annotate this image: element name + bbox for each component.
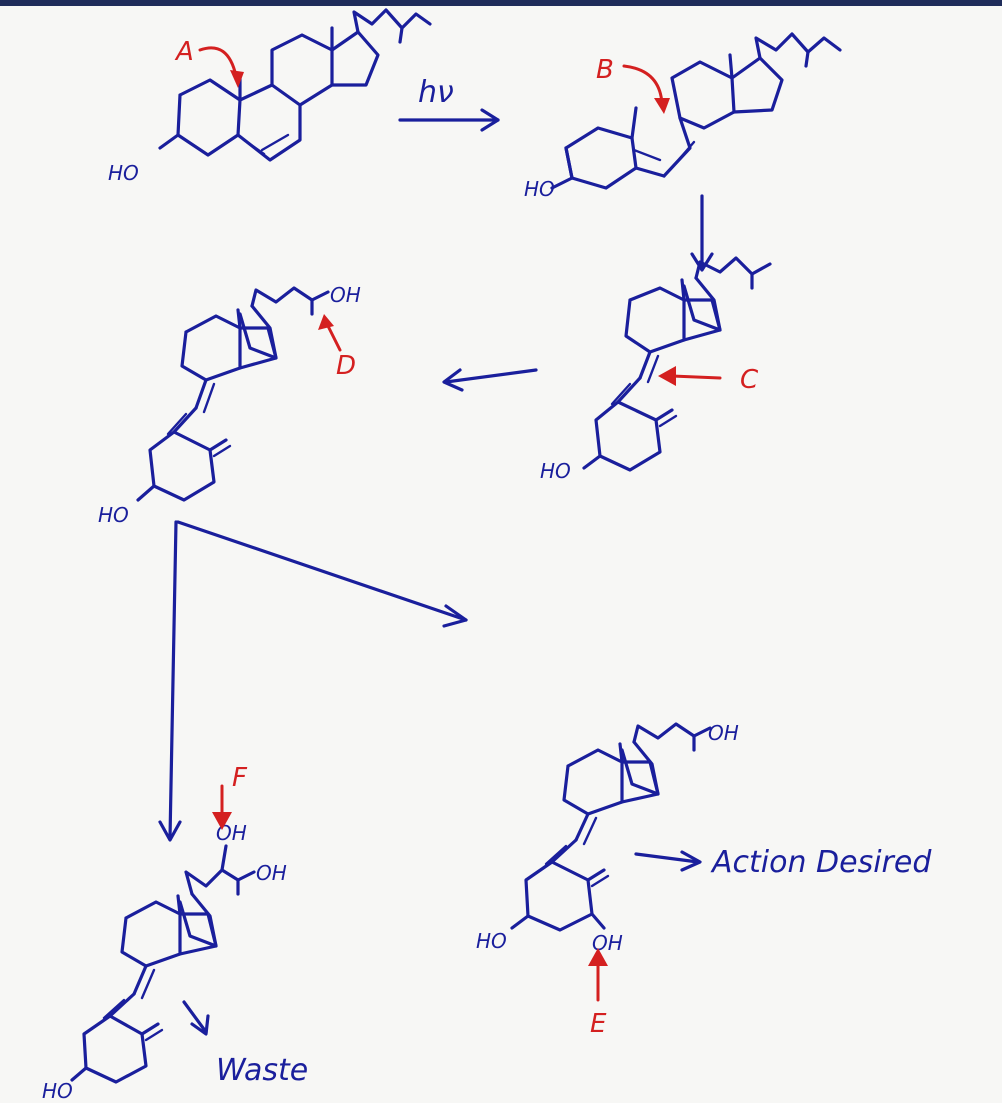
structure-3: HO — [540, 256, 772, 483]
arrow-down-1 — [690, 194, 714, 272]
ho-label-4: HO — [98, 503, 129, 527]
structure-2: HO — [524, 32, 842, 201]
marker-a: A — [174, 37, 244, 88]
marker-a-label: A — [174, 37, 194, 67]
marker-f: F — [212, 763, 248, 830]
hv-label: hν — [418, 75, 454, 110]
marker-e-label: E — [590, 1009, 607, 1039]
marker-b-label: B — [596, 55, 614, 85]
structure-4: OH HO — [98, 283, 361, 527]
ho-label-2: HO — [524, 177, 555, 201]
ho-label-6: HO — [42, 1079, 73, 1103]
oh-label-6b: OH — [256, 861, 287, 885]
ho-label-3: HO — [540, 459, 571, 483]
oh-label-5a: OH — [708, 721, 739, 745]
waste-arrow: Waste — [182, 1000, 308, 1088]
marker-c: C — [658, 365, 759, 395]
action-arrow: Action Desired — [634, 845, 932, 880]
marker-f-label: F — [232, 763, 248, 793]
ho-label-1: HO — [108, 161, 139, 185]
marker-c-label: C — [740, 365, 759, 395]
structure-1: HO — [108, 8, 432, 185]
action-label: Action Desired — [710, 845, 932, 880]
structure-6: OH OH HO — [42, 821, 287, 1103]
arrow-branch-down — [158, 520, 182, 842]
ho-label-5: HO — [476, 929, 507, 953]
hv-arrow: hν — [398, 75, 500, 132]
marker-e: E — [588, 948, 608, 1039]
top-edge — [0, 0, 1002, 6]
marker-d-label: D — [336, 351, 356, 381]
marker-b: B — [596, 55, 670, 114]
marker-d: D — [318, 314, 356, 381]
arrow-branch-right — [176, 520, 468, 628]
waste-label: Waste — [216, 1053, 308, 1088]
oh-label-4: OH — [330, 283, 361, 307]
arrow-left-1 — [442, 368, 538, 392]
